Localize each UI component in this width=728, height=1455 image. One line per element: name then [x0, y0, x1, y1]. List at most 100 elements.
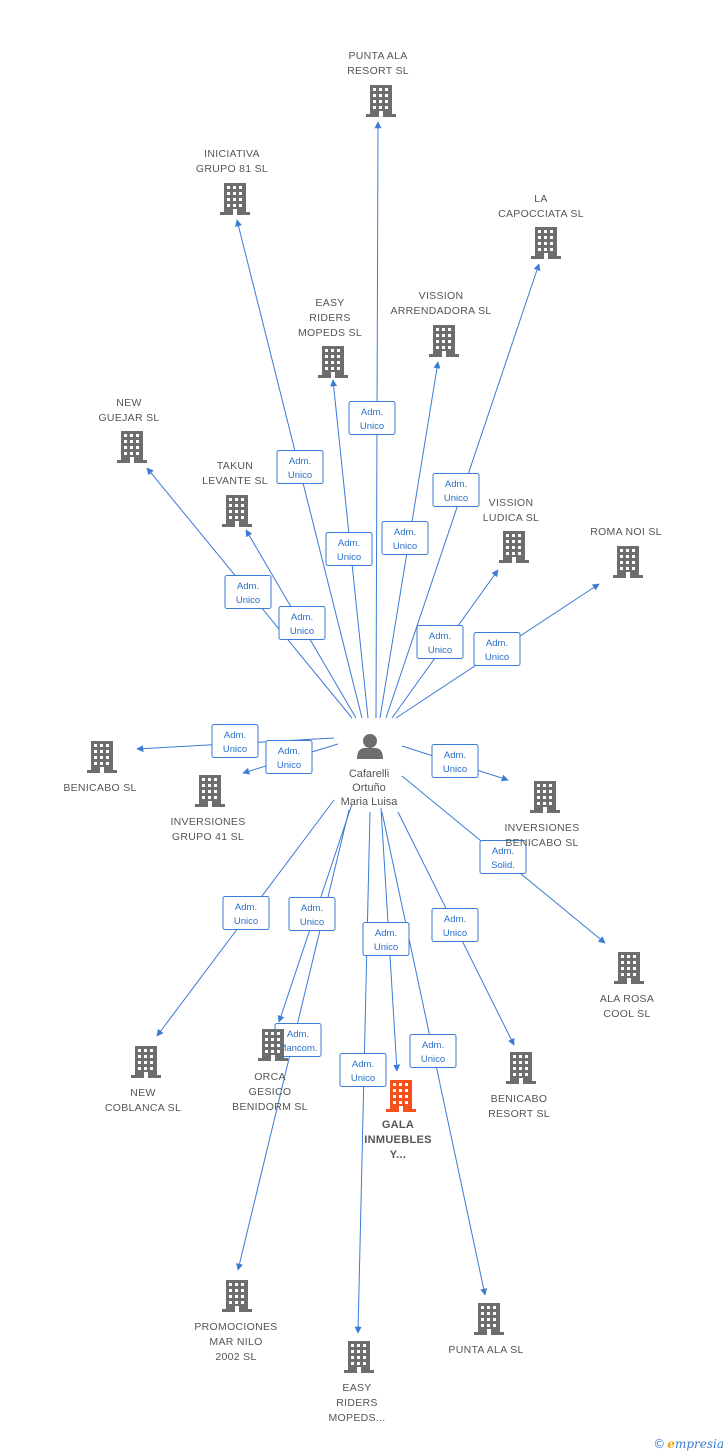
company-name-line: GRUPO 41 SL [172, 831, 244, 843]
company-name-line: INICIATIVA [204, 148, 260, 160]
company-name-line: EASY [342, 1382, 371, 1394]
building-icon [222, 495, 252, 527]
role-label-roma-noi[interactable]: Adm.Unico [473, 632, 521, 666]
company-name-line: BENICABO SL [63, 782, 136, 794]
role-label-benicabo[interactable]: Adm. Unico [211, 724, 259, 758]
role-text-line: Adm. [492, 846, 514, 857]
company-name-line: PUNTA ALA [348, 50, 407, 62]
company-name-line: RESORT SL [347, 65, 409, 77]
role-label-inversiones-benicabo[interactable]: Adm.Unico [431, 744, 479, 778]
role-text-line: Adm. [235, 902, 257, 913]
company-node-iniciativa-grupo-81[interactable]: INICIATIVA GRUPO 81 SL [196, 148, 268, 215]
role-label-vission-ludica[interactable]: Adm.Unico [416, 625, 464, 659]
role-label-ala-rosa-cool[interactable]: Adm.Solid. [479, 840, 527, 874]
company-name-line: GUEJAR SL [98, 412, 159, 424]
role-label-takun-levante[interactable]: Adm.Unico [278, 606, 326, 640]
company-name-line: BENIDORM SL [232, 1101, 308, 1113]
building-icon [614, 952, 644, 984]
role-text-line: Unico [337, 552, 361, 563]
company-name-line: VISSION [489, 497, 534, 509]
company-node-punta-ala-resort[interactable]: PUNTA ALA RESORT SL [347, 50, 409, 117]
building-icon [366, 85, 396, 117]
building-icon [531, 227, 561, 259]
building-icon [131, 1046, 161, 1078]
building-icon [506, 1052, 536, 1084]
person-icon [357, 734, 383, 759]
role-text-line: Unico [360, 421, 384, 432]
company-node-benicabo[interactable]: BENICABO SL [63, 741, 136, 794]
role-text-line: Unico [288, 470, 312, 481]
company-name-line: 2002 SL [215, 1351, 256, 1363]
copyright-symbol: © [653, 1437, 666, 1451]
role-label-easy-riders-mopeds-2[interactable]: Adm.Unico [339, 1053, 387, 1087]
role-text-line: Unico [223, 744, 247, 755]
building-icon [499, 531, 529, 563]
company-node-punta-ala[interactable]: PUNTA ALA SL [448, 1303, 523, 1356]
company-name-line: ORCA [254, 1071, 286, 1083]
role-label-inversiones-grupo-41[interactable]: Adm. Unico [265, 740, 313, 774]
role-label-vission-arrendadora[interactable]: Adm.Unico [381, 521, 429, 555]
company-node-roma-noi[interactable]: ROMA NOI SL [590, 526, 662, 578]
role-text-line: Adm. [224, 730, 246, 741]
role-text-line: Adm. [361, 407, 383, 418]
role-label-orca-gesico-benidorm[interactable]: Adm.Unico [288, 897, 336, 931]
role-text-line: Adm. [338, 538, 360, 549]
role-text-line: Adm. [394, 527, 416, 538]
brand-footer: ©empresia [653, 1437, 724, 1451]
role-label-benicabo-resort[interactable]: Adm.Unico [431, 908, 479, 942]
person-name-line-3: Maria Luisa [341, 796, 399, 808]
company-name-line: LEVANTE SL [202, 475, 268, 487]
building-icon [318, 346, 348, 378]
role-text-line: Unico [444, 493, 468, 504]
role-label-punta-ala-resort[interactable]: Adm. Unico [348, 401, 396, 435]
role-text-line: Adm. [422, 1040, 444, 1051]
role-text-line: Unico [234, 916, 258, 927]
role-label-punta-ala[interactable]: Adm.Unico [409, 1034, 457, 1068]
company-node-easy-riders-mopeds-2[interactable]: EASYRIDERSMOPEDS... [329, 1341, 386, 1424]
role-text-line: Unico [290, 626, 314, 637]
role-text-line: Adm. [352, 1059, 374, 1070]
role-text-line: Unico [374, 942, 398, 953]
role-label-new-coblanca[interactable]: Adm. Unico [222, 896, 270, 930]
company-name-line: CAPOCCIATA SL [498, 208, 584, 220]
company-node-new-guejar[interactable]: NEW GUEJAR SL [98, 397, 159, 463]
company-name-line: BENICABO SL [505, 837, 578, 849]
company-name-line: MOPEDS SL [298, 327, 362, 339]
role-text-line: Adm. [287, 1029, 309, 1040]
role-text-line: Unico [300, 917, 324, 928]
person-node[interactable]: Cafarelli Ortuño Maria Luisa [341, 734, 399, 808]
role-label-promociones-mar-nilo[interactable]: Adm.Mancom. [274, 1023, 322, 1057]
building-icon [87, 741, 117, 773]
company-name-line: NEW [116, 397, 141, 409]
company-name-line: ARRENDADORA SL [390, 305, 491, 317]
company-name-line: ALA ROSA [600, 993, 654, 1005]
role-text-line: Unico [443, 764, 467, 775]
role-label-gala-inmuebles[interactable]: Adm.Unico [362, 922, 410, 956]
role-text-line: Unico [277, 760, 301, 771]
role-text-line: Unico [428, 645, 452, 656]
role-label-iniciativa-grupo-81[interactable]: Adm.Unico [276, 450, 324, 484]
company-name-line: GRUPO 81 SL [196, 163, 268, 175]
company-node-gala-inmuebles[interactable]: GALAINMUEBLESY... [364, 1080, 431, 1161]
building-icon [613, 546, 643, 578]
role-text-line: Adm. [278, 746, 300, 757]
role-label-la-capocciata[interactable]: Adm.Unico [432, 473, 480, 507]
role-label-easy-riders-mopeds[interactable]: Adm. Unico [325, 532, 373, 566]
company-name-line: INMUEBLES [364, 1134, 431, 1146]
building-icon [386, 1080, 416, 1112]
role-label-new-guejar[interactable]: Adm.Unico [224, 575, 272, 609]
building-icon [344, 1341, 374, 1373]
building-icon [474, 1303, 504, 1335]
